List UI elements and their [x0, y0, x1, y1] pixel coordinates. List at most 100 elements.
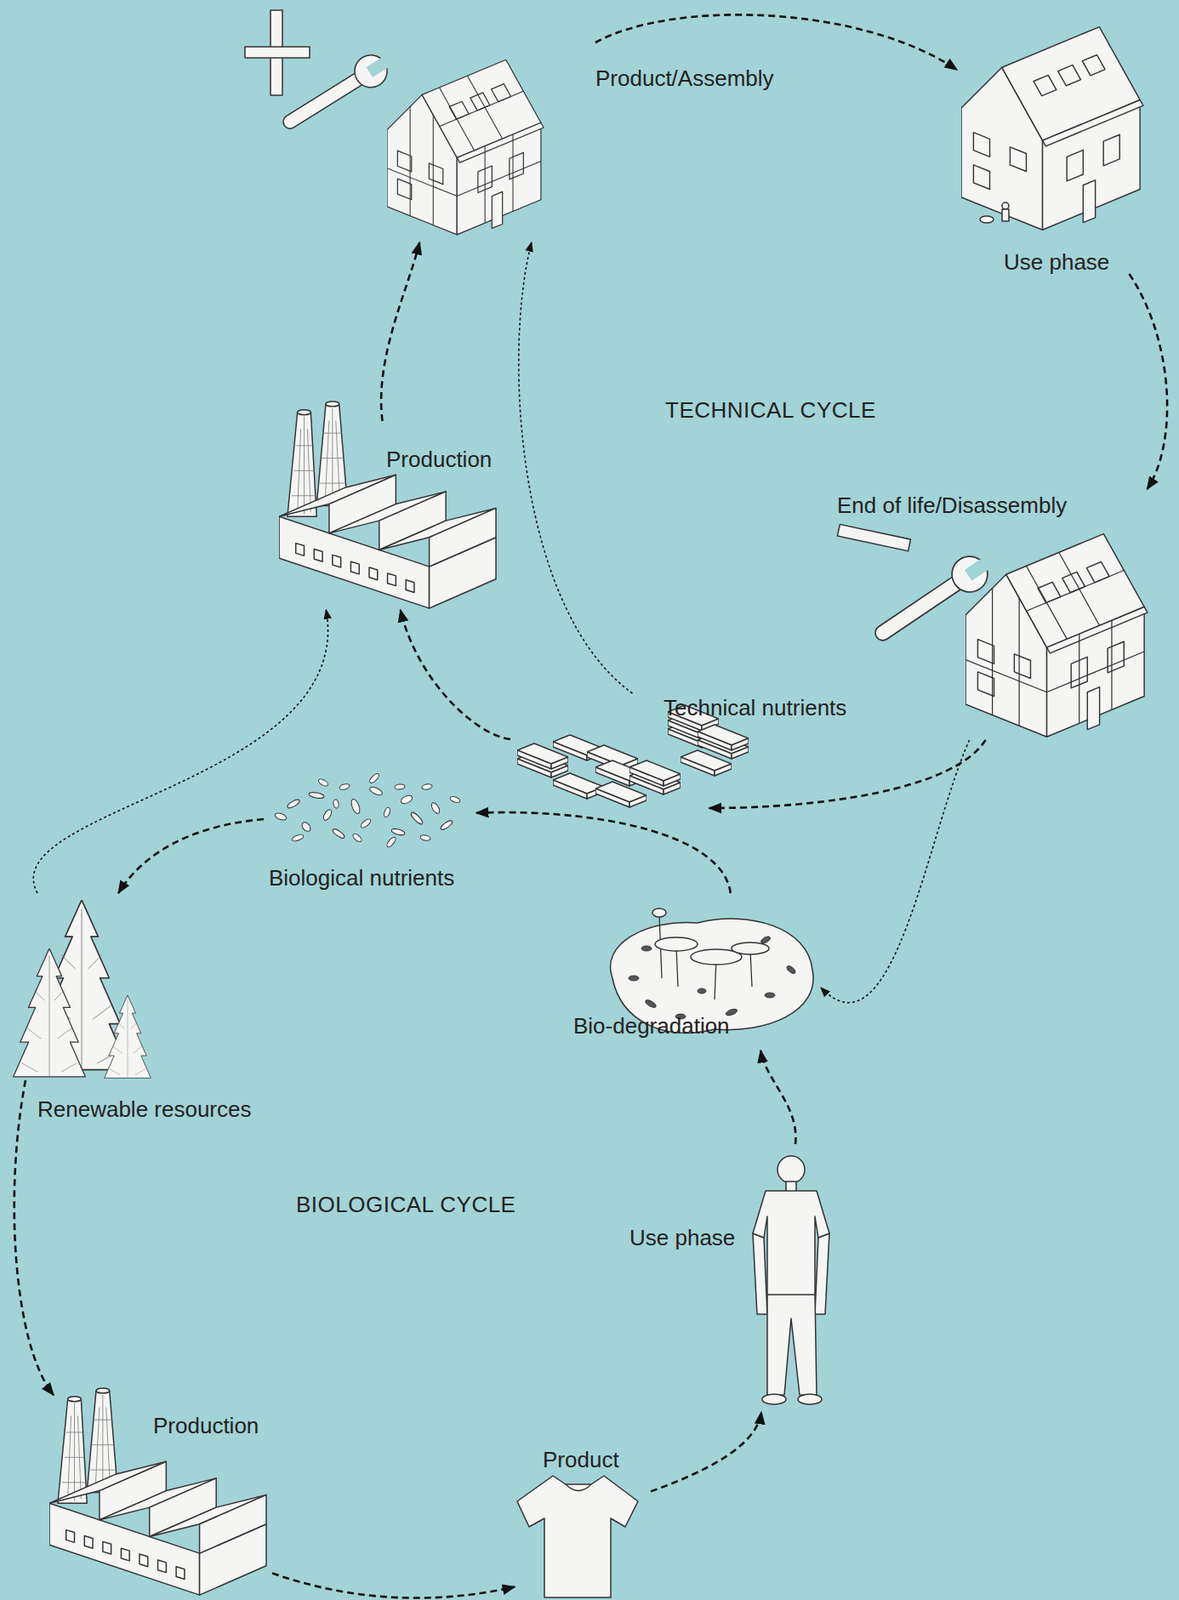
debris [449, 795, 461, 804]
plank [697, 733, 749, 759]
flow-arrow [381, 242, 420, 422]
flow-arrow [33, 609, 328, 894]
debris [421, 783, 433, 791]
stage-node: Renewable resources [25, 893, 264, 1128]
debris [628, 975, 639, 981]
stage-label: Use phase [1003, 249, 1110, 275]
stage-node: Product/Assembly [395, 42, 796, 243]
house [961, 27, 1144, 231]
debris [331, 827, 347, 840]
stage-node: Bio-degradation [569, 893, 821, 1051]
wrench-icon [275, 45, 399, 140]
debris [332, 799, 340, 809]
plank [595, 781, 647, 808]
flow-arrow [14, 1080, 54, 1396]
debris [641, 945, 652, 952]
mushroom-cap [652, 908, 667, 917]
factory-icon [279, 401, 496, 609]
stage-label: Technical nutrients [663, 694, 847, 721]
person-figure [1002, 209, 1009, 222]
plank [552, 734, 604, 761]
flow-arrow [595, 14, 957, 70]
stage-label: End of life/Disassembly [837, 492, 1067, 519]
person-head [777, 1156, 805, 1184]
stage-node: End of life/Disassembly [833, 489, 1157, 741]
person-arm [752, 1233, 768, 1315]
plank [680, 750, 732, 776]
person-figure [1002, 202, 1009, 210]
stage-label: Bio-degradation [573, 1013, 730, 1039]
debris [359, 817, 373, 830]
person-neck [786, 1181, 797, 1192]
plank-stacks [517, 705, 749, 808]
person-shoe [762, 1394, 786, 1405]
plank [586, 745, 638, 771]
debris [759, 934, 771, 945]
t-shirt-collar [565, 1484, 592, 1492]
flow-arrow [650, 1412, 762, 1492]
plank [667, 722, 719, 748]
plank [697, 724, 749, 751]
flow-arrow [709, 740, 986, 809]
flow-arrow [1129, 273, 1168, 490]
person-shirt [752, 1190, 830, 1295]
debris [697, 988, 707, 994]
flow-arrow [820, 740, 970, 1003]
stage-label: Biological nutrients [268, 865, 455, 891]
flow-arrow [272, 1572, 515, 1598]
debris [785, 964, 797, 975]
debris [308, 791, 325, 799]
debris [351, 832, 363, 843]
stage-label: Renewable resources [37, 1096, 251, 1123]
conifer-tree [13, 948, 86, 1077]
debris [382, 806, 392, 818]
plus-sign [270, 10, 283, 96]
mushroom-cap [655, 937, 698, 952]
plank [552, 773, 604, 799]
debris [420, 834, 432, 842]
residents [979, 202, 1009, 223]
debris [368, 772, 381, 785]
mushroom-stem [659, 914, 662, 979]
flow-arrow [400, 609, 511, 740]
plank [629, 768, 681, 795]
person-arm [814, 1233, 830, 1315]
stage-label: Use phase [629, 1224, 735, 1251]
t-shirt [517, 1475, 638, 1598]
stage-node: Product [514, 1446, 651, 1598]
stage-label: Product [542, 1446, 620, 1473]
debris [429, 801, 441, 815]
debris [286, 797, 302, 809]
mushroom-cap [731, 942, 769, 955]
debris [317, 777, 329, 787]
cycle-title: TECHNICAL CYCLE [665, 397, 877, 423]
cycle-title: BIOLOGICAL CYCLE [296, 1191, 516, 1218]
stage-label: Product/Assembly [595, 65, 775, 92]
flow-arrow [518, 242, 633, 694]
conifer-tree [104, 995, 152, 1078]
mushroom-stem [676, 945, 678, 987]
mushroom-stem [750, 950, 752, 987]
flow-arrow [118, 819, 264, 894]
plank [629, 760, 681, 786]
debris [368, 785, 383, 797]
debris [410, 811, 425, 826]
debris [399, 793, 414, 805]
debris [321, 808, 333, 822]
disassembly-tools [837, 524, 1000, 652]
t-shirt-icon [517, 1475, 638, 1598]
debris [385, 836, 398, 849]
wrench-icon [866, 546, 1001, 652]
panel-house [387, 59, 544, 235]
debris [300, 820, 313, 833]
panel-house [965, 534, 1148, 738]
forest [13, 899, 152, 1078]
person-legs [767, 1292, 817, 1396]
debris [290, 833, 304, 843]
plank [517, 751, 569, 778]
debris [439, 819, 455, 832]
debris [349, 797, 362, 815]
